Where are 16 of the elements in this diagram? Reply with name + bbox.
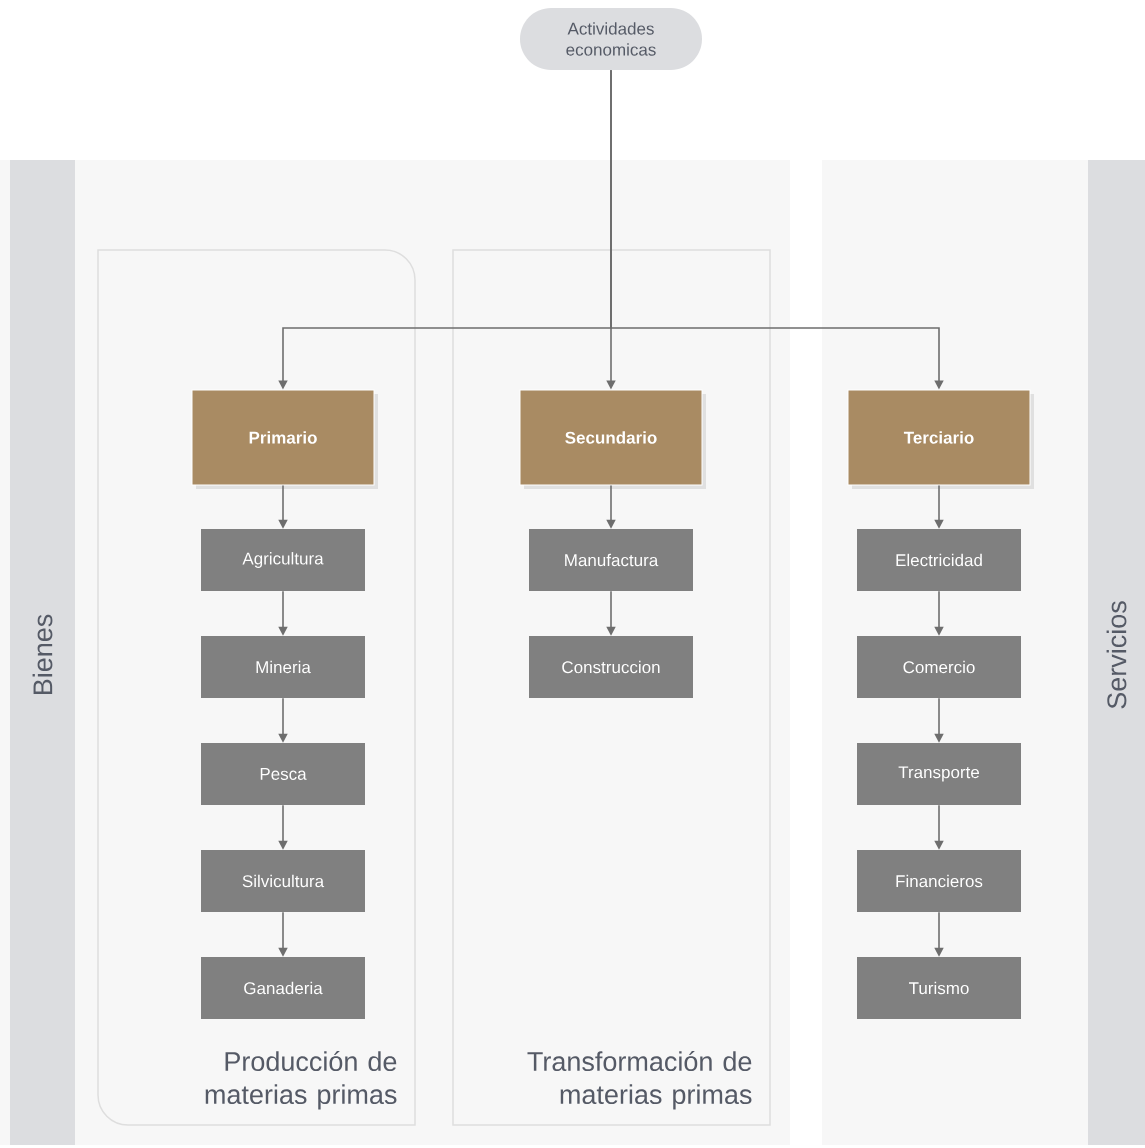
sector-box: Primario	[191, 389, 378, 489]
process-box: Turismo	[857, 957, 1021, 1019]
sector-box: Terciario	[847, 389, 1034, 489]
start-pill: Actividades economicas	[520, 8, 702, 70]
process-box: Transporte	[857, 743, 1021, 805]
process-box: Comercio	[857, 636, 1021, 698]
process-box: Financieros	[857, 850, 1021, 912]
process-box: Agricultura	[201, 529, 365, 591]
process-box: Ganaderia	[201, 957, 365, 1019]
process-box: Mineria	[201, 636, 365, 698]
sector-box: Secundario	[519, 389, 706, 489]
process-box: Construccion	[529, 636, 693, 698]
process-box: Pesca	[201, 743, 365, 805]
process-box: Electricidad	[857, 529, 1021, 591]
process-box: Silvicultura	[201, 850, 365, 912]
process-box: Manufactura	[529, 529, 693, 591]
